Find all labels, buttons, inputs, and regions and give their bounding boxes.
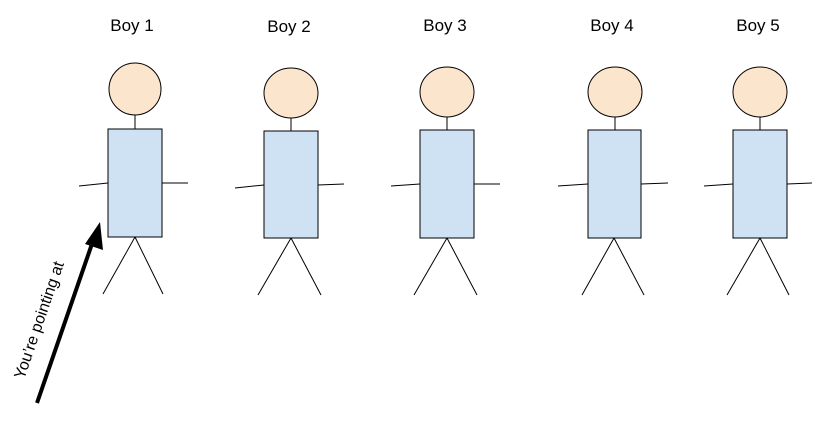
boy-left-arm-4 xyxy=(557,183,589,187)
boy-label-2: Boy 2 xyxy=(267,17,310,36)
pointer-arrow-label: You’re pointing at xyxy=(12,259,68,381)
boy-left-leg-1 xyxy=(102,236,136,295)
boy-left-leg-2 xyxy=(257,237,292,296)
boy-left-arm-5 xyxy=(703,183,734,187)
boy-label-1: Boy 1 xyxy=(110,16,153,35)
boy-figure-1: Boy 1 xyxy=(78,16,188,295)
boy-left-leg-5 xyxy=(726,237,761,296)
boy-head-5 xyxy=(732,66,788,118)
boy-left-leg-4 xyxy=(581,237,615,296)
boy-left-arm-3 xyxy=(390,183,421,187)
boy-left-leg-3 xyxy=(413,237,448,296)
pointer-arrow-head xyxy=(85,222,103,250)
boy-right-leg-2 xyxy=(290,237,322,296)
boy-torso-4 xyxy=(587,129,642,239)
boy-label-3: Boy 3 xyxy=(423,16,466,35)
boy-right-arm-5 xyxy=(786,182,813,185)
boy-right-leg-5 xyxy=(759,237,790,296)
boy-head-2 xyxy=(263,67,319,119)
boy-torso-1 xyxy=(107,128,163,238)
pointer-arrow-shaft xyxy=(35,237,96,404)
boy-label-5: Boy 5 xyxy=(736,16,779,35)
boy-right-leg-4 xyxy=(613,237,645,296)
boy-figure-4: Boy 4 xyxy=(557,16,669,296)
boy-torso-5 xyxy=(732,129,788,239)
boy-figure-2: Boy 2 xyxy=(234,17,345,296)
boy-left-arm-1 xyxy=(78,182,109,187)
boy-head-1 xyxy=(108,62,162,116)
boy-head-4 xyxy=(587,66,643,118)
boy-right-leg-1 xyxy=(134,236,164,295)
boy-head-3 xyxy=(419,66,475,118)
pointer-arrow: You’re pointing at xyxy=(12,222,103,404)
boy-right-arm-4 xyxy=(640,182,669,185)
boy-right-arm-2 xyxy=(317,183,345,186)
boy-torso-2 xyxy=(263,130,319,239)
boy-figure-5: Boy 5 xyxy=(703,16,813,296)
boy-label-4: Boy 4 xyxy=(590,16,633,35)
boy-figure-3: Boy 3 xyxy=(390,16,500,296)
boy-right-leg-3 xyxy=(446,237,478,296)
boy-left-arm-2 xyxy=(234,184,265,189)
boy-torso-3 xyxy=(419,129,475,239)
